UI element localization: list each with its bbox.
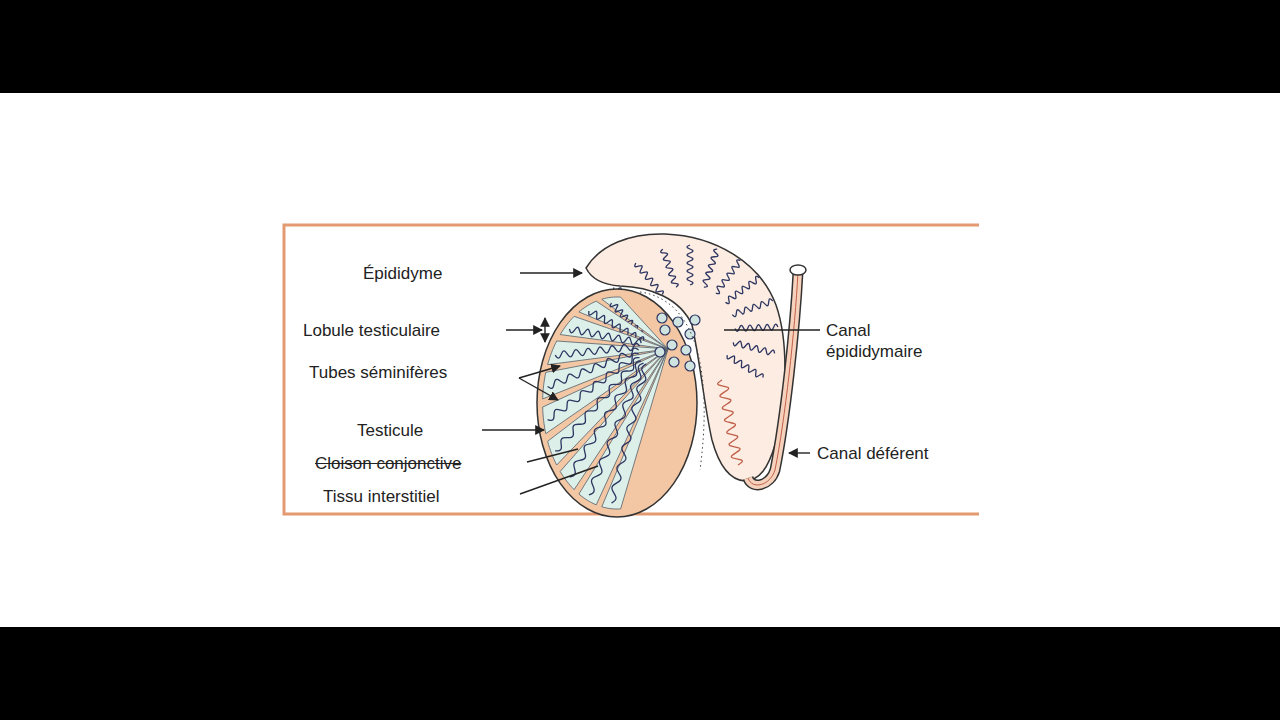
efferent-duct bbox=[732, 299, 772, 317]
leader-line bbox=[789, 452, 810, 453]
seminiferous-tubule bbox=[569, 327, 641, 345]
lobule bbox=[560, 349, 668, 490]
rete-testis bbox=[681, 345, 691, 355]
rete-testis bbox=[673, 317, 683, 327]
rete-testis bbox=[685, 329, 695, 339]
part-label: Canal épididymaire bbox=[826, 320, 944, 362]
bottom-bar bbox=[0, 627, 1280, 720]
efferent-duct bbox=[716, 260, 741, 294]
leader-line bbox=[724, 329, 820, 330]
dotted-boundary bbox=[640, 292, 704, 470]
efferent-duct bbox=[727, 355, 763, 377]
part-label: Tubes séminifères bbox=[309, 362, 447, 383]
rete-testis bbox=[685, 361, 695, 371]
leader-line bbox=[520, 272, 582, 273]
leader-line bbox=[519, 378, 558, 400]
part-label: Lobule testiculaire bbox=[303, 320, 440, 341]
part-label: Canal déférent bbox=[817, 443, 929, 464]
efferent-duct bbox=[703, 249, 718, 287]
leader-line bbox=[506, 329, 542, 330]
efferent-duct bbox=[733, 341, 774, 354]
rete-testis bbox=[669, 357, 679, 367]
testis-shape bbox=[537, 289, 697, 517]
top-bar bbox=[0, 0, 1280, 93]
rete-testis bbox=[690, 315, 700, 325]
testis-illustration bbox=[537, 234, 806, 517]
lobule bbox=[602, 349, 668, 509]
vas-opening bbox=[790, 265, 806, 275]
leader-line bbox=[527, 449, 578, 462]
rete-testis bbox=[657, 313, 667, 323]
epididymal-duct bbox=[718, 380, 743, 465]
part-label: Cloison conjonctive bbox=[315, 453, 461, 474]
rete-testis bbox=[667, 340, 677, 350]
leader-line bbox=[544, 318, 545, 342]
rete-testis bbox=[655, 347, 665, 357]
part-label: Épididyme bbox=[363, 263, 442, 284]
efferent-duct bbox=[635, 263, 664, 295]
part-label: Testicule bbox=[357, 420, 423, 441]
rete-testis bbox=[660, 325, 670, 335]
leader-lines bbox=[482, 273, 820, 494]
leader-line bbox=[520, 466, 598, 494]
leader-line bbox=[482, 429, 544, 430]
leader-line bbox=[519, 366, 560, 378]
efferent-duct bbox=[661, 249, 679, 287]
part-label: Tissu interstitiel bbox=[323, 486, 440, 507]
efferent-duct bbox=[687, 245, 693, 285]
frame bbox=[284, 225, 979, 514]
seminiferous-tubule bbox=[611, 364, 646, 503]
efferent-duct bbox=[725, 276, 759, 303]
